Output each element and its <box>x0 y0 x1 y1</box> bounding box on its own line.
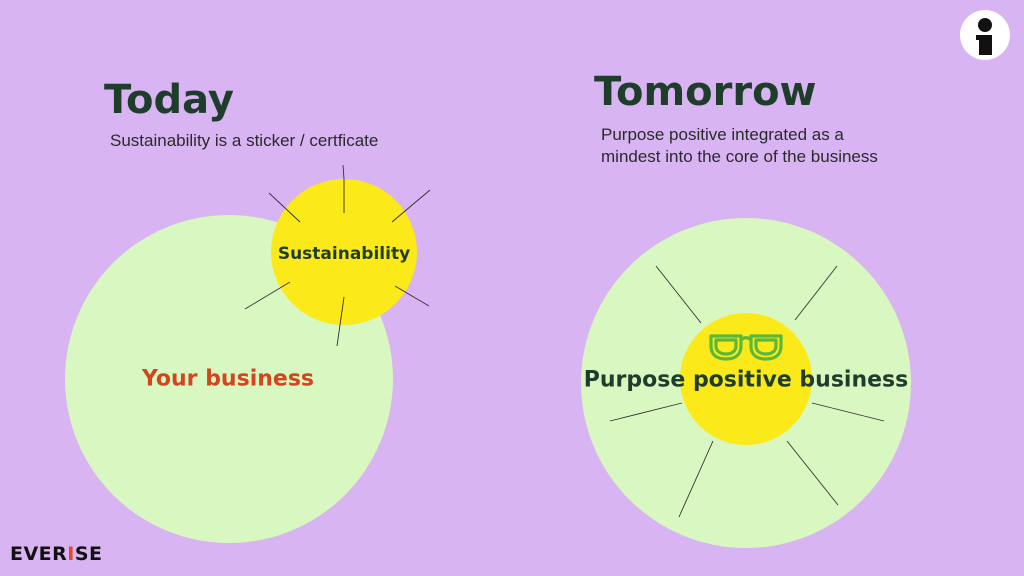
ray <box>391 189 431 223</box>
ray <box>336 296 345 347</box>
today-heading: Today <box>104 77 234 123</box>
logo-prefix: EVER <box>10 543 68 565</box>
ray <box>394 285 430 307</box>
ray <box>786 440 839 506</box>
your-business-label: Your business <box>141 366 315 392</box>
ray <box>794 265 838 321</box>
today-caption: Sustainability is a sticker / certficate <box>110 131 379 150</box>
ray <box>811 402 885 422</box>
sustainability-label: Sustainability <box>277 244 411 264</box>
everise-logo[interactable]: EVERiSE <box>10 543 103 565</box>
tomorrow-heading: Tomorrow <box>594 69 817 115</box>
info-icon[interactable] <box>959 9 1011 61</box>
ray <box>678 440 714 518</box>
tomorrow-caption: Purpose positive integrated as a mindest… <box>601 124 878 168</box>
logo-accent: i <box>67 543 75 565</box>
ray <box>268 192 301 223</box>
ray <box>342 164 345 180</box>
ray <box>609 402 683 422</box>
logo-suffix: SE <box>74 543 103 565</box>
ray <box>244 281 291 310</box>
ray <box>655 265 702 324</box>
tomorrow-caption-line-1: Purpose positive integrated as a <box>601 125 844 144</box>
purpose-inner-circle <box>680 313 812 445</box>
purpose-positive-business-label: Purpose positive business <box>583 367 909 393</box>
glasses-icon <box>707 332 785 362</box>
tomorrow-caption-line-2: mindest into the core of the business <box>601 147 878 167</box>
